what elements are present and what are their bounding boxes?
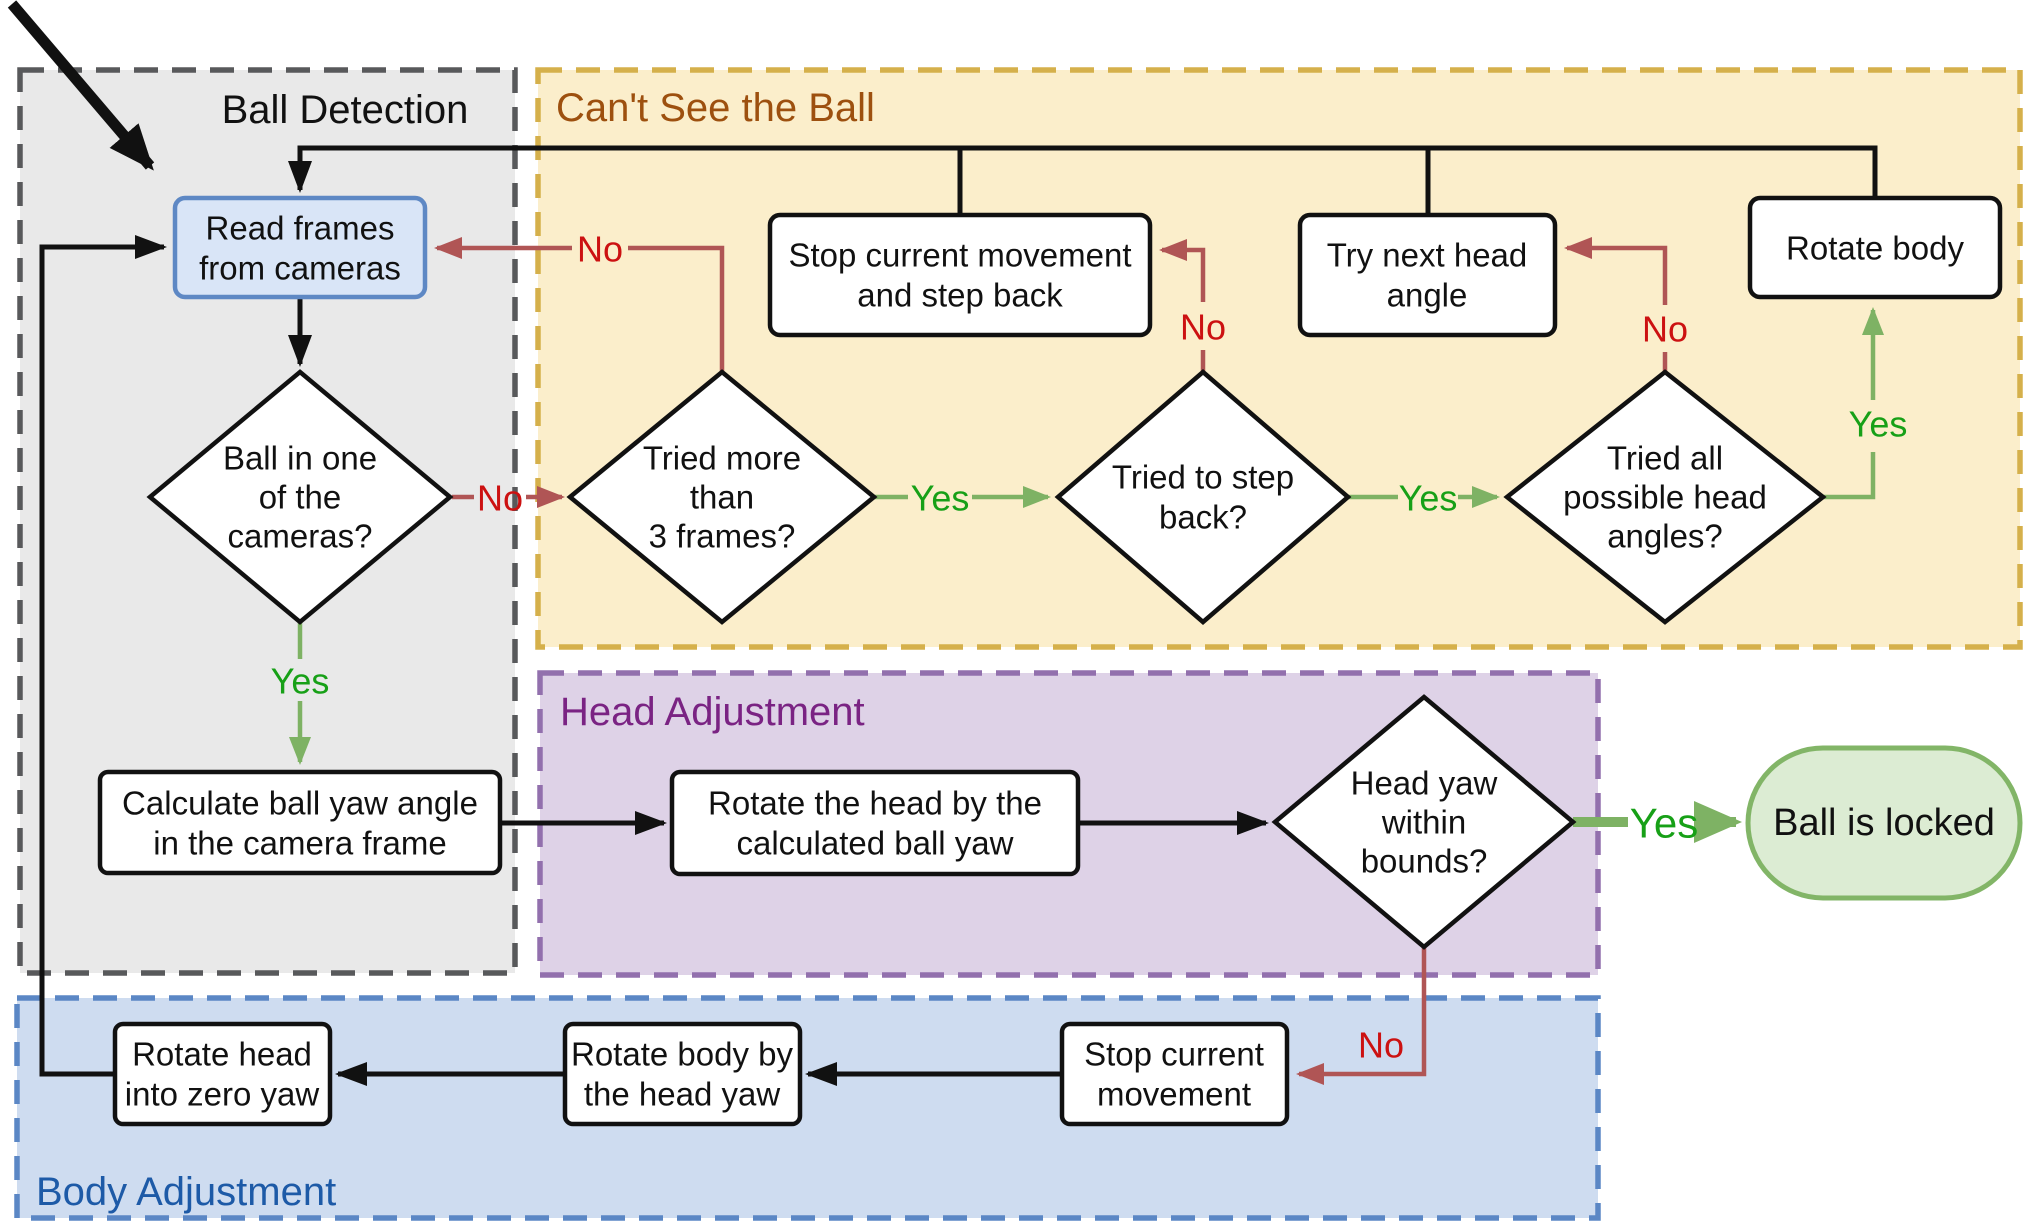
node-ball-is-locked-line1: Ball is locked [1773, 802, 1995, 844]
node-tried-step-back-line1: Tried to step [1112, 459, 1294, 496]
node-ball-is-locked: Ball is locked [1745, 745, 2023, 901]
node-rotate-body-by-head-yaw-line2: the head yaw [584, 1076, 780, 1113]
label-stepback-yes: Yes [1399, 478, 1458, 519]
node-stop-and-step-back-line1: Stop current movement [789, 237, 1132, 274]
node-tried-3-frames: Tried more than 3 frames? [566, 369, 878, 625]
node-head-yaw-in-bounds-diamond [1271, 694, 1577, 950]
node-tried-all-angles-line1: Tried all [1607, 440, 1723, 477]
node-calc-ball-yaw-line2: in the camera frame [153, 825, 446, 862]
node-head-yaw-in-bounds: Head yaw within bounds? [1271, 694, 1577, 950]
node-tried-all-angles-diamond [1503, 369, 1827, 625]
node-stop-current-movement-line1: Stop current [1084, 1036, 1264, 1073]
node-tried-step-back: Tried to step back? [1054, 369, 1352, 625]
edge-entry-arrow [7, 0, 155, 171]
node-head-yaw-in-bounds-line2: within [1381, 804, 1466, 841]
node-calc-ball-yaw: Calculate ball yaw angle in the camera f… [97, 769, 503, 876]
node-head-yaw-in-bounds-line3: bounds? [1361, 843, 1488, 880]
node-read-frames-line2: from cameras [199, 250, 401, 287]
node-stop-current-movement-line2: movement [1097, 1076, 1251, 1113]
edge-bounds-no [1296, 947, 1427, 1085]
node-rotate-body-by-head-yaw-line1: Rotate body by [571, 1036, 793, 1073]
node-tried-3-frames-line3: 3 frames? [649, 518, 796, 555]
label-angles-yes: Yes [1849, 404, 1908, 445]
node-tried-all-angles: Tried all possible head angles? [1503, 369, 1827, 625]
edge-angles-no-b [1564, 237, 1668, 305]
edge-stepback-no-b [1159, 239, 1206, 302]
node-rotate-head-zero-yaw-line1: Rotate head [132, 1036, 312, 1073]
edge-angles-yes-a [1823, 452, 1876, 500]
label-bounds-yes: Yes [1630, 800, 1699, 847]
node-rotate-head-by-yaw-box [669, 769, 1081, 877]
node-rotate-head-zero-yaw-box [112, 1021, 333, 1127]
node-rotate-head-zero-yaw-line2: into zero yaw [125, 1076, 320, 1113]
node-ball-in-cameras-diamond [146, 369, 454, 625]
node-stop-current-movement: Stop current movement [1059, 1021, 1290, 1127]
node-calc-ball-yaw-box [97, 769, 503, 876]
node-ball-in-cameras-line3: cameras? [228, 518, 373, 555]
node-tried-step-back-line2: back? [1159, 499, 1247, 536]
label-frames-yes: Yes [911, 478, 970, 519]
node-read-frames-box [172, 195, 428, 300]
node-try-next-head-angle-box [1297, 212, 1558, 338]
node-tried-3-frames-diamond [566, 369, 878, 625]
node-rotate-head-by-yaw: Rotate the head by the calculated ball y… [669, 769, 1081, 877]
label-stepback-no: No [1180, 307, 1226, 348]
node-tried-3-frames-line1: Tried more [643, 440, 801, 477]
node-try-next-head-angle: Try next head angle [1297, 212, 1558, 338]
node-tried-3-frames-line2: than [690, 479, 754, 516]
region-title-ball-detection: Ball Detection [222, 88, 469, 132]
node-ball-is-locked-box [1745, 745, 2023, 901]
node-try-next-head-angle-line1: Try next head [1327, 237, 1528, 274]
node-tried-step-back-diamond [1054, 369, 1352, 625]
node-calc-ball-yaw-line1: Calculate ball yaw angle [122, 785, 478, 822]
node-ball-in-cameras-line1: Ball in one [223, 440, 377, 477]
node-rotate-body: Rotate body [1747, 195, 2003, 300]
node-rotate-body-line1: Rotate body [1786, 230, 1964, 267]
node-rotate-head-by-yaw-line2: calculated ball yaw [737, 825, 1014, 862]
label-angles-no: No [1642, 309, 1688, 350]
edge-frames-no-a [628, 245, 725, 372]
node-rotate-body-by-head-yaw-box [562, 1021, 803, 1127]
node-ball-in-cameras-line2: of the [259, 479, 342, 516]
label-ball-no: No [477, 478, 523, 519]
node-stop-and-step-back: Stop current movement and step back [767, 212, 1153, 338]
node-try-next-head-angle-line2: angle [1387, 277, 1468, 314]
label-ball-yes: Yes [271, 661, 330, 702]
node-stop-current-movement-box [1059, 1021, 1290, 1127]
region-title-head-adjustment: Head Adjustment [560, 690, 865, 734]
label-bounds-no: No [1358, 1025, 1404, 1066]
label-frames-no: No [577, 229, 623, 270]
node-head-yaw-in-bounds-line1: Head yaw [1351, 765, 1498, 802]
edge-body-loop-to-readframes [39, 235, 167, 1077]
edge-feedback-top-line [288, 145, 1878, 198]
node-rotate-body-by-head-yaw: Rotate body by the head yaw [562, 1021, 803, 1127]
region-title-body-adjustment: Body Adjustment [36, 1170, 336, 1214]
node-rotate-head-zero-yaw: Rotate head into zero yaw [112, 1021, 333, 1127]
node-read-frames: Read frames from cameras [172, 195, 428, 300]
node-rotate-body-box [1747, 195, 2003, 300]
node-stop-and-step-back-box [767, 212, 1153, 338]
node-rotate-head-by-yaw-line1: Rotate the head by the [708, 785, 1042, 822]
node-ball-in-cameras: Ball in one of the cameras? [146, 369, 454, 625]
node-stop-and-step-back-line2: and step back [857, 277, 1063, 314]
node-read-frames-line1: Read frames [206, 210, 395, 247]
region-title-cant-see-ball: Can't See the Ball [556, 86, 875, 130]
node-tried-all-angles-line3: angles? [1607, 518, 1723, 555]
node-tried-all-angles-line2: possible head [1563, 479, 1767, 516]
